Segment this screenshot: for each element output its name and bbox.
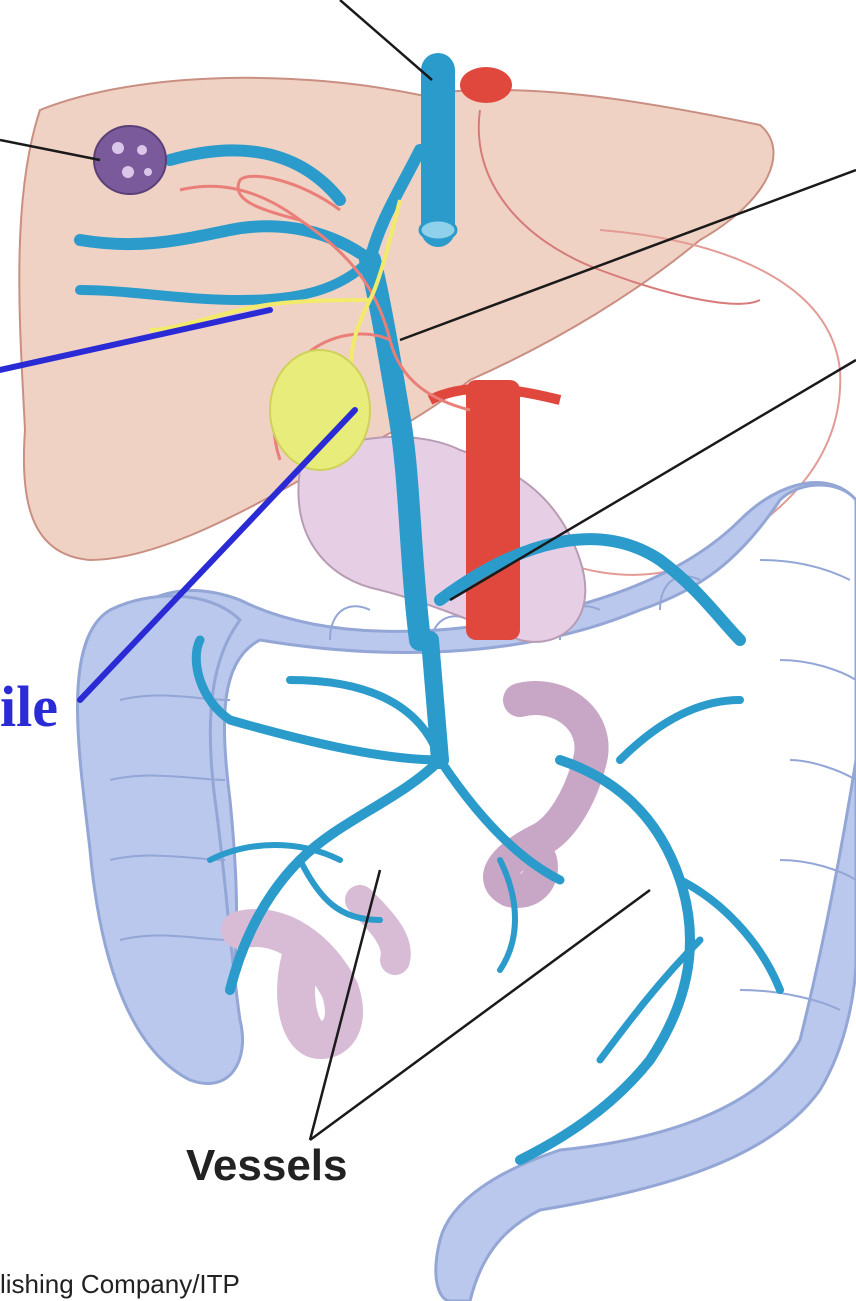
- small-intestine-upper: [500, 698, 592, 891]
- bile-label: ile: [0, 674, 58, 739]
- vena-cava-opening: [420, 220, 456, 240]
- credit-label: lishing Company/ITP: [0, 1269, 240, 1299]
- small-intestine-lower: [240, 928, 344, 1040]
- hepatic-node: [94, 126, 166, 194]
- aorta: [466, 380, 520, 640]
- vessels-label: Vessels: [186, 1141, 348, 1190]
- colon-ascending: [78, 596, 243, 1083]
- aorta-top: [460, 67, 512, 103]
